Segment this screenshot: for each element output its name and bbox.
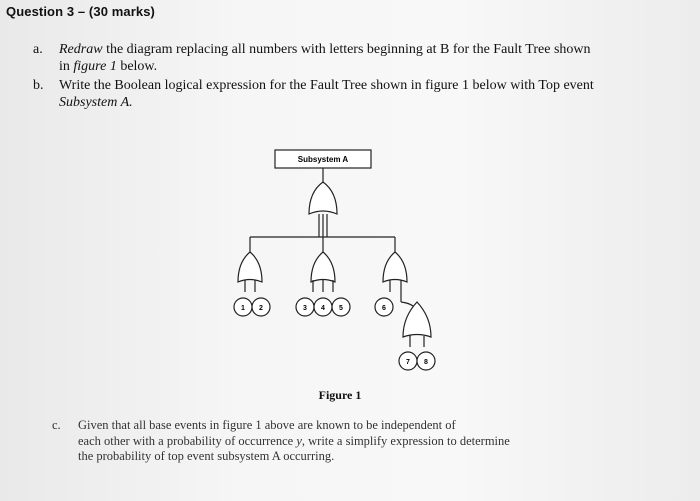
part-a-figure-ref: figure 1 (73, 59, 117, 74)
figure-caption: Figure 1 (318, 388, 362, 402)
part-a-line2-rest: below. (116, 59, 158, 74)
base-event-6 (374, 297, 394, 317)
base-event-8 (416, 351, 436, 371)
base-event-2 (251, 297, 271, 317)
base-event-7-label: 7 (406, 359, 410, 366)
top-event-label: Subsystem A (298, 155, 349, 164)
part-c-text: Given that all base events in figure 1 a… (78, 418, 510, 465)
part-c-line1: Given that all base events in figure 1 a… (78, 418, 456, 432)
part-b: b. Write the Boolean logical expression … (33, 77, 698, 111)
part-a-text: Redraw the diagram replacing all numbers… (59, 41, 591, 75)
part-b-subsystem: Subsystem A. (59, 95, 133, 110)
left-or-gate (237, 251, 263, 283)
part-a: a. Redraw the diagram replacing all numb… (33, 41, 698, 75)
base-event-4-label: 4 (321, 305, 325, 312)
part-c-line2-rest: , write a simplify expression to determi… (301, 433, 510, 448)
base-event-5-label: 5 (339, 305, 343, 312)
right-or-gate (382, 251, 408, 283)
part-a-line1: the diagram replacing all numbers with l… (102, 42, 591, 57)
part-b-marker: b. (33, 78, 44, 93)
base-event-2-label: 2 (259, 305, 263, 312)
fault-tree-diagram: Subsystem A 1 2 3 4 5 6 7 8 (205, 142, 465, 382)
base-event-5 (331, 297, 351, 317)
part-c-line3: the probability of top event subsystem A… (78, 449, 335, 463)
base-event-8-label: 8 (424, 359, 428, 366)
part-c-marker: c. (52, 418, 61, 432)
part-c: c. Given that all base events in figure … (52, 418, 652, 472)
base-event-3-label: 3 (303, 305, 307, 312)
part-a-marker: a. (33, 42, 43, 57)
part-b-line1: Write the Boolean logical expression for… (59, 78, 594, 93)
part-c-variable: y (296, 433, 302, 448)
base-event-1-label: 1 (241, 305, 245, 312)
part-c-line2-pre: each other with a probability of occurre… (78, 433, 297, 448)
part-a-redraw: Redraw (59, 42, 103, 57)
base-event-6-label: 6 (382, 305, 386, 312)
part-b-text: Write the Boolean logical expression for… (59, 77, 594, 111)
part-a-line2-pre: in (59, 59, 74, 74)
top-or-gate (308, 181, 338, 215)
middle-or-gate (310, 251, 336, 283)
question-heading: Question 3 – (30 marks) (6, 4, 155, 19)
